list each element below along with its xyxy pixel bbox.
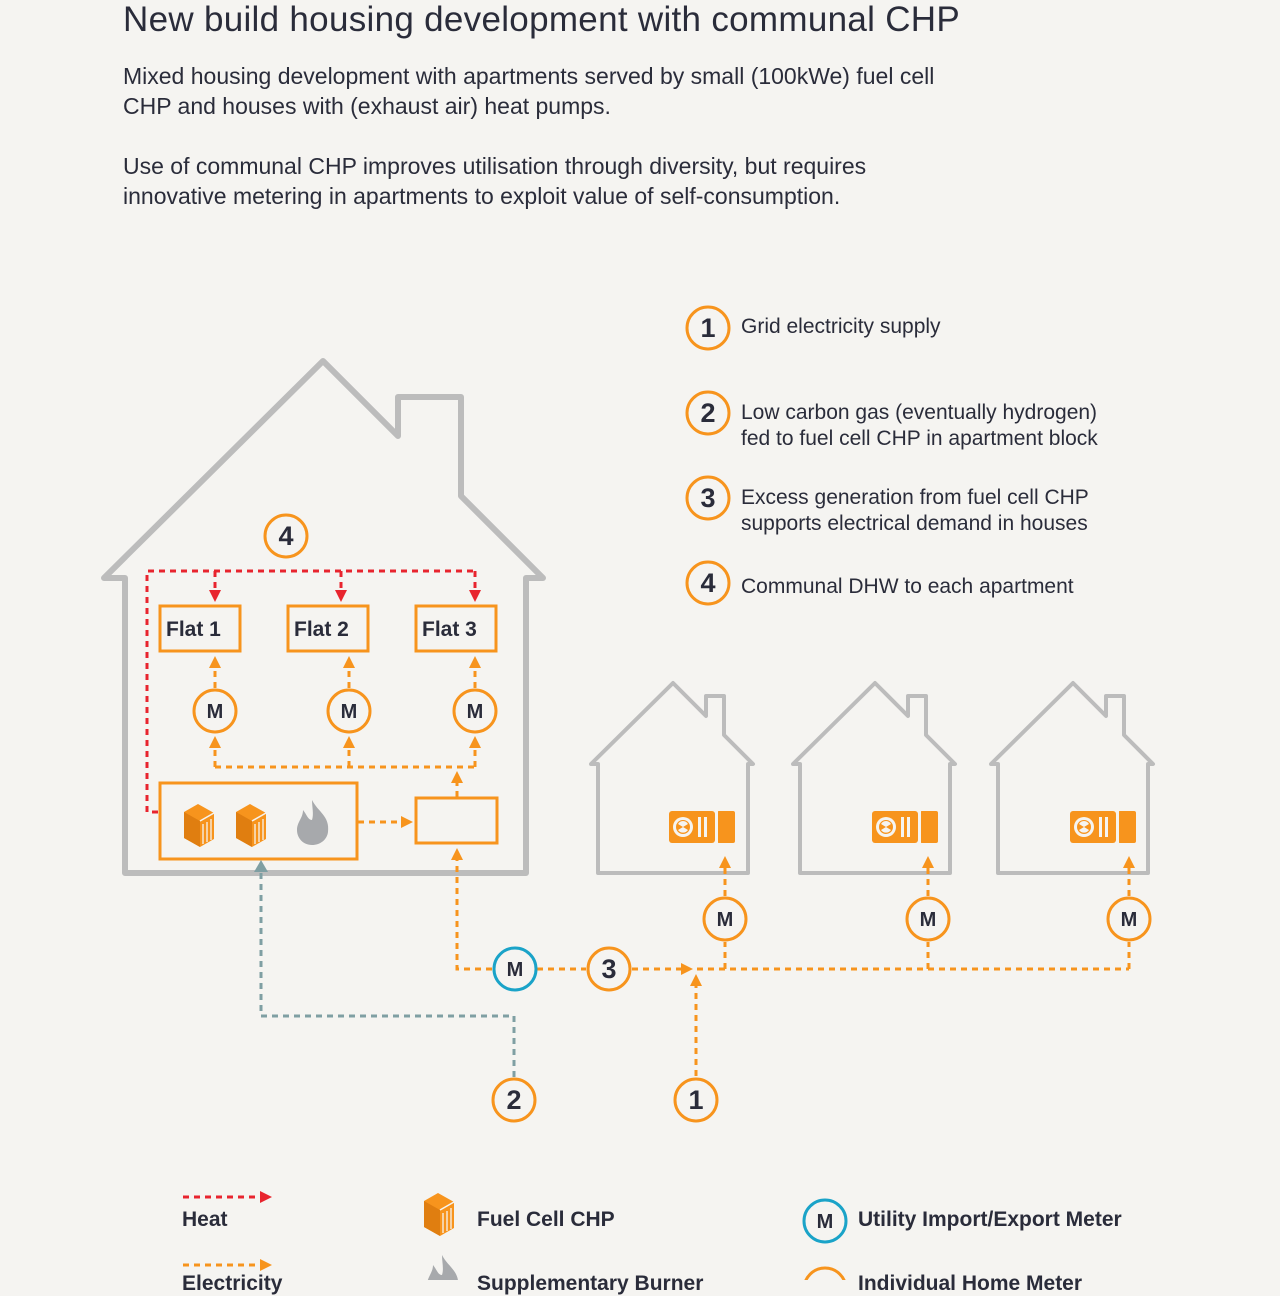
svg-text:Flat 3: Flat 3 (422, 618, 477, 641)
electricity-lines-block (209, 656, 481, 828)
badge-3-diagram: 3 (586, 946, 632, 992)
svg-text:4: 4 (278, 521, 293, 551)
legend-flame-icon (427, 1255, 458, 1280)
svg-text:M: M (207, 701, 224, 723)
heat-pump-icon-2 (872, 811, 938, 843)
svg-text:Flat 2: Flat 2 (294, 618, 349, 641)
heat-lines (145, 569, 481, 814)
key-text-4: Communal DHW to each apartment (741, 575, 1074, 598)
flat-box-3: Flat 3 (414, 604, 498, 653)
svg-text:Flat 1: Flat 1 (166, 618, 221, 641)
house-outline-1 (589, 681, 755, 875)
legend-utility-meter-label: Utility Import/Export Meter (858, 1208, 1122, 1231)
svg-text:1: 1 (688, 1085, 703, 1115)
key-badge-3: 3 (685, 475, 731, 521)
key-text-3: Excess generation from fuel cell CHP sup… (741, 486, 1089, 535)
svg-text:M: M (920, 909, 937, 931)
house-meter-3: M (1106, 896, 1152, 942)
legend-fuel-cell-icon (423, 1192, 455, 1237)
flat-meter-3: M (452, 688, 498, 734)
svg-text:M: M (507, 959, 524, 981)
electricity-network (451, 848, 1135, 1076)
page-title: New build housing development with commu… (123, 0, 961, 39)
house-outline-3 (989, 681, 1155, 875)
utility-meter: M (492, 946, 538, 992)
flat-meter-2: M (326, 688, 372, 734)
badge-1-diagram: 1 (673, 1077, 719, 1123)
svg-text:M: M (717, 909, 734, 931)
svg-text:3: 3 (700, 483, 715, 513)
key-badge-4: 4 (685, 560, 731, 606)
heat-pump-icon-3 (1070, 811, 1136, 843)
svg-text:4: 4 (700, 568, 715, 598)
legend-heat-label: Heat (182, 1208, 228, 1231)
svg-text:M: M (341, 701, 358, 723)
legend-gas-label: Supplementary Burner (477, 1272, 704, 1295)
key-badge-2: 2 (685, 390, 731, 436)
heat-pump-icon-1 (669, 811, 735, 843)
badge-2-diagram: 2 (491, 1077, 537, 1123)
apartment-block-outline (101, 358, 546, 876)
legend-house-meter-label: Individual Home Meter (858, 1272, 1083, 1295)
gas-line (259, 870, 516, 1077)
svg-text:M: M (817, 1211, 834, 1233)
fuel-cell-icon-1 (183, 803, 215, 848)
flat-box-2: Flat 2 (286, 604, 370, 653)
house-meter-1: M (702, 896, 748, 942)
legend-house-meter-icon: M (804, 1266, 846, 1280)
distribution-box (414, 796, 499, 845)
key-badge-1: 1 (685, 305, 731, 351)
svg-text:3: 3 (601, 954, 616, 984)
badge-4-diagram: 4 (263, 513, 309, 559)
flat-box-1: Flat 1 (158, 604, 242, 653)
svg-text:M: M (1121, 909, 1138, 931)
legend-fuel-cell-label: Fuel Cell CHP (477, 1208, 615, 1231)
svg-text:M: M (467, 701, 484, 723)
svg-text:2: 2 (506, 1085, 521, 1115)
description-paragraph-2: Use of communal CHP improves utilisation… (123, 153, 867, 209)
fuel-cell-icon-2 (235, 803, 267, 848)
svg-text:1: 1 (700, 313, 715, 343)
flame-icon (297, 800, 329, 845)
legend-electricity-label: Electricity (182, 1272, 283, 1295)
legend-utility-meter-icon: M (802, 1198, 848, 1244)
flat-meter-1: M (192, 688, 238, 734)
house-meter-2: M (905, 896, 951, 942)
chp-enclosure (158, 781, 359, 861)
description-paragraph-1: Mixed housing development with apartment… (123, 63, 935, 119)
key-text-2: Low carbon gas (eventually hydrogen) fed… (741, 401, 1098, 450)
house-outline-2 (791, 681, 957, 875)
key-text-1: Grid electricity supply (741, 315, 941, 338)
svg-text:2: 2 (700, 398, 715, 428)
